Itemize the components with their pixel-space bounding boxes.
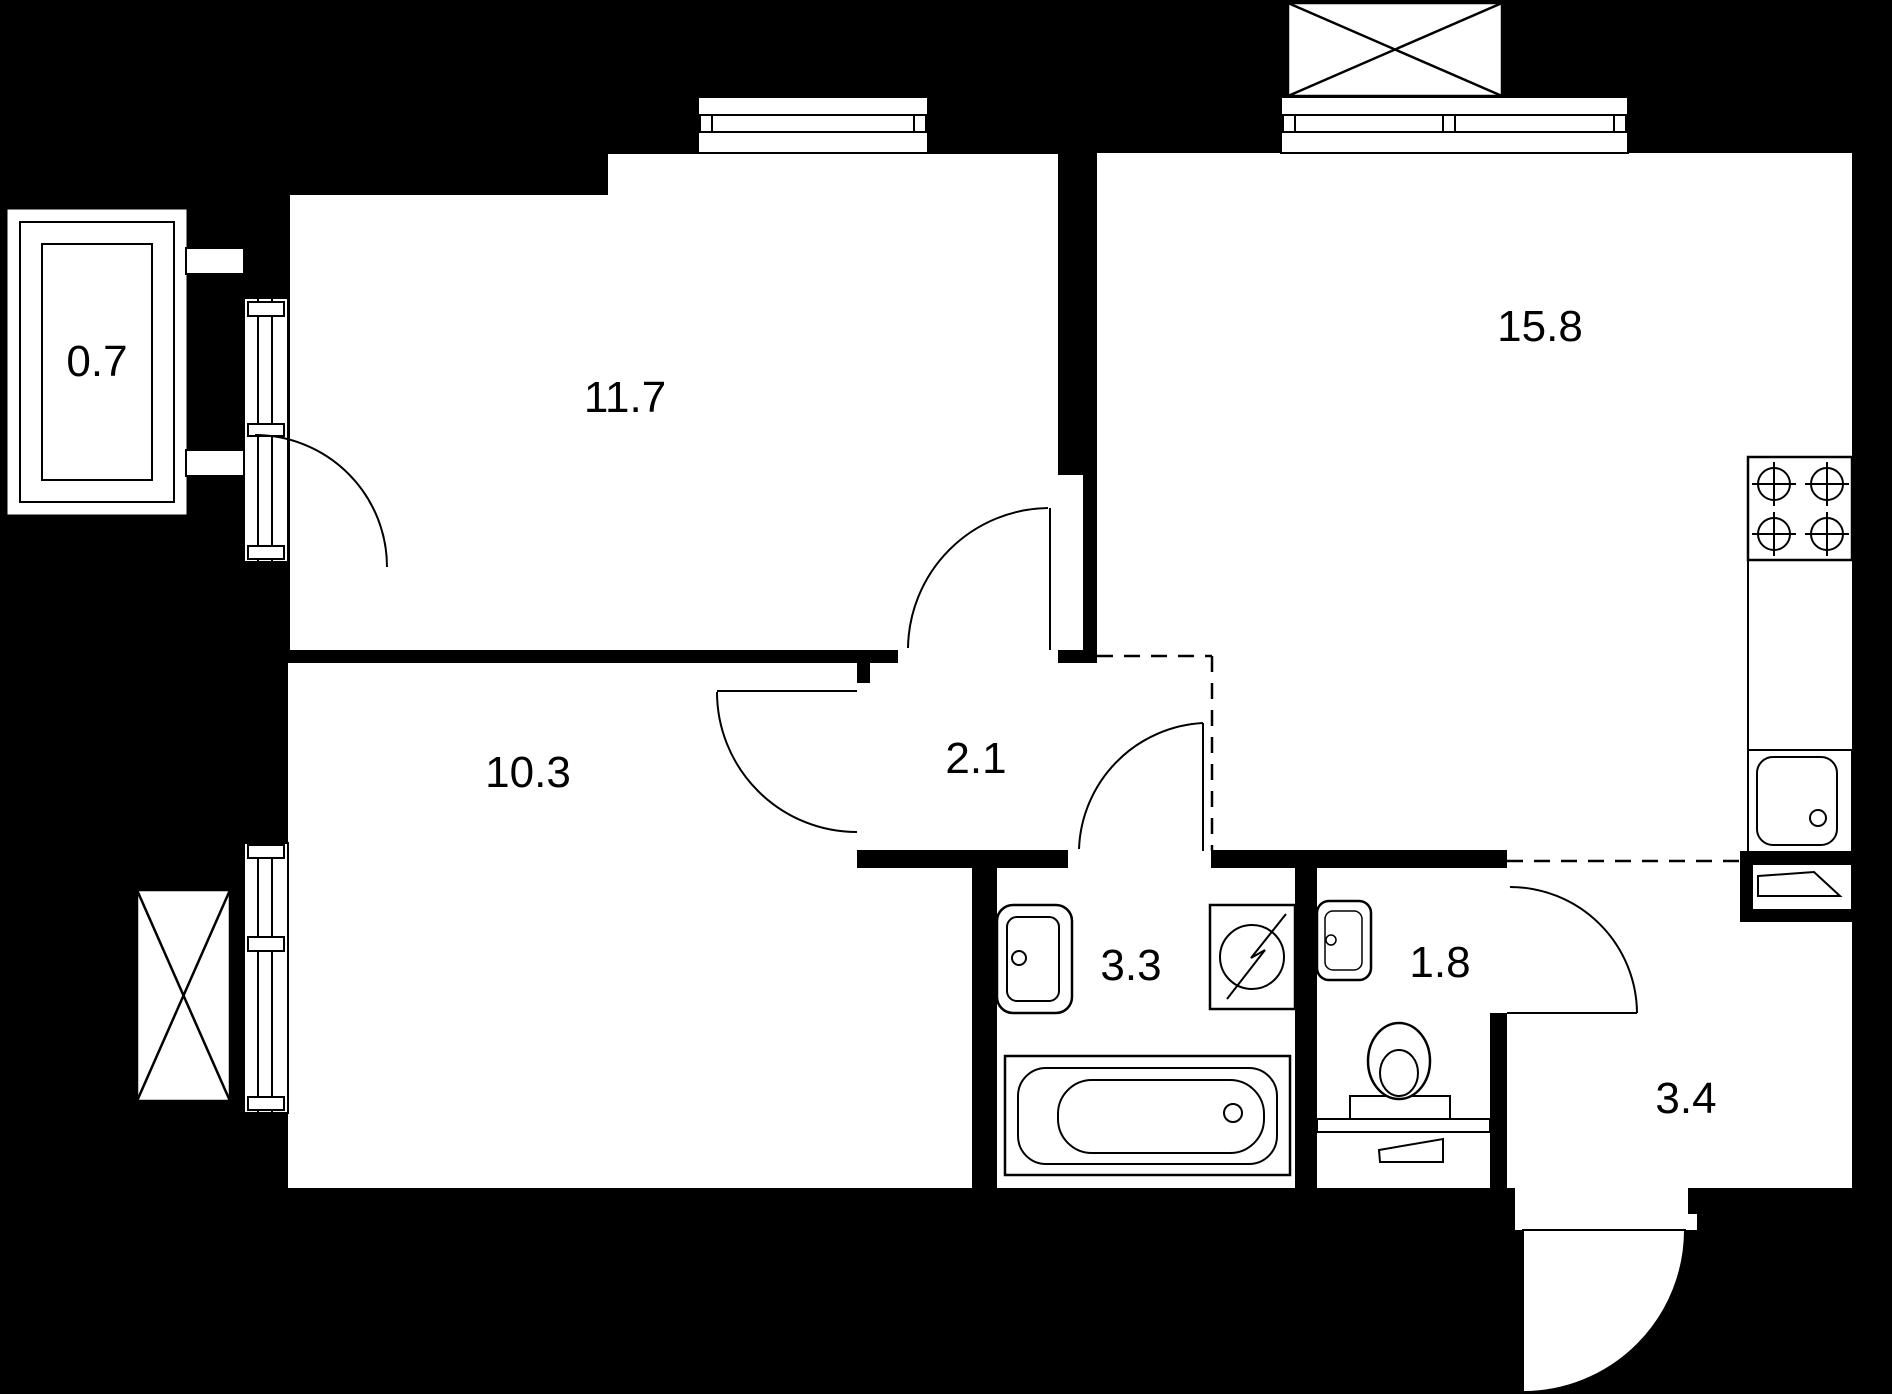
kitchen-balcony-box-icon (1286, 1, 1504, 98)
balcony-door-frame (243, 297, 289, 563)
exterior-boxes (135, 1, 1504, 1103)
room-label-wc: 1.8 (1409, 938, 1470, 987)
room-label-hallway: 2.1 (945, 734, 1006, 783)
interior-walls (240, 153, 1507, 1188)
floor-room-103 (288, 663, 972, 1188)
windows (243, 96, 1629, 1114)
room-label-bedroom: 11.7 (584, 373, 666, 422)
door-openings (857, 650, 1697, 1230)
wc-door (1507, 886, 1638, 1014)
floor-hallway (857, 663, 1212, 855)
bedroom-window-icon (697, 96, 929, 154)
zone-boundary-dashed (1097, 654, 1740, 863)
kitchen-window-icon (1280, 96, 1629, 154)
ac-unit-box-icon (135, 888, 232, 1103)
bathroom-door (1078, 722, 1204, 851)
entrance-door (1522, 1229, 1687, 1394)
wc-duct-shaft (1316, 1118, 1491, 1163)
stove-icon (1746, 455, 1854, 562)
bedroom-door (907, 507, 1051, 650)
room-label-room-103: 10.3 (485, 748, 571, 797)
balcony-glazing (4, 206, 245, 518)
room-label-balcony: 0.7 (66, 337, 127, 386)
room-window-icon (243, 842, 289, 1114)
washing-machine-icon (1208, 903, 1297, 1011)
bathroom-fixtures (995, 903, 1297, 1177)
kitchen-duct-shaft (1740, 851, 1892, 922)
room-103-door (716, 690, 858, 833)
kitchen-fixtures (1740, 455, 1892, 922)
floor-bedroom (290, 154, 1083, 650)
bathtub-icon (1003, 1054, 1292, 1177)
balcony-door (254, 434, 388, 568)
room-label-bathroom: 3.3 (1100, 941, 1161, 990)
doors (254, 434, 1687, 1394)
shaft-shelf-icon (1377, 1137, 1444, 1163)
bathroom-sink-icon (995, 903, 1074, 1015)
room-label-entrance-hall: 3.4 (1655, 1074, 1716, 1123)
wc-sink-icon (1315, 899, 1373, 982)
room-labels: 0.7 11.7 15.8 2.1 10.3 3.3 1.8 3.4 (66, 302, 1716, 1123)
wc-fixtures (1315, 899, 1491, 1163)
room-label-kitchen: 15.8 (1497, 302, 1583, 351)
shaft-shelf-icon (1757, 870, 1843, 897)
kitchen-sink-icon (1747, 749, 1853, 854)
